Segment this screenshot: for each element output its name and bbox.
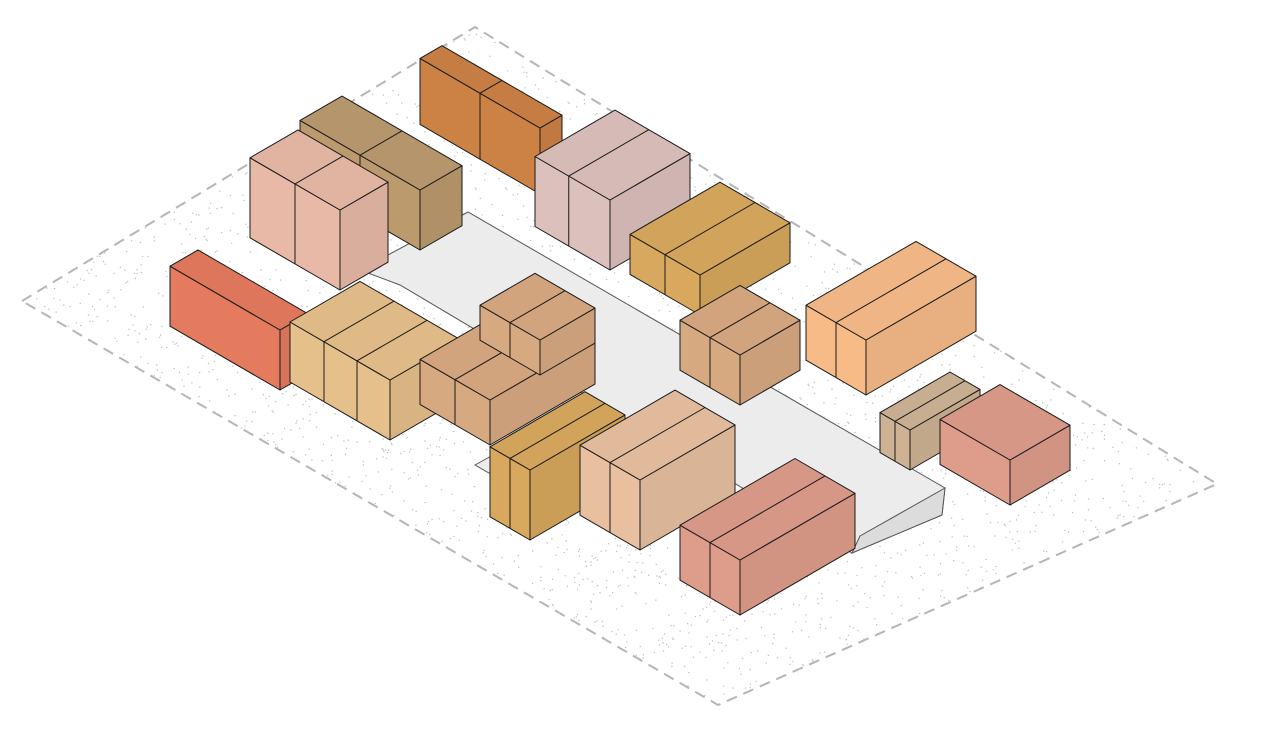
building-blocks [169, 45, 1071, 616]
block-peach-south [579, 389, 736, 551]
block-salmon-east [939, 384, 1071, 506]
block-salmon-south [679, 458, 856, 616]
block-clay-east [679, 284, 801, 406]
block-blush-west [249, 129, 389, 291]
block-mustard-north [629, 181, 791, 316]
block-clay-center-upper [479, 272, 596, 376]
block-coral-west [169, 249, 309, 391]
block-apricot-east [805, 240, 977, 396]
